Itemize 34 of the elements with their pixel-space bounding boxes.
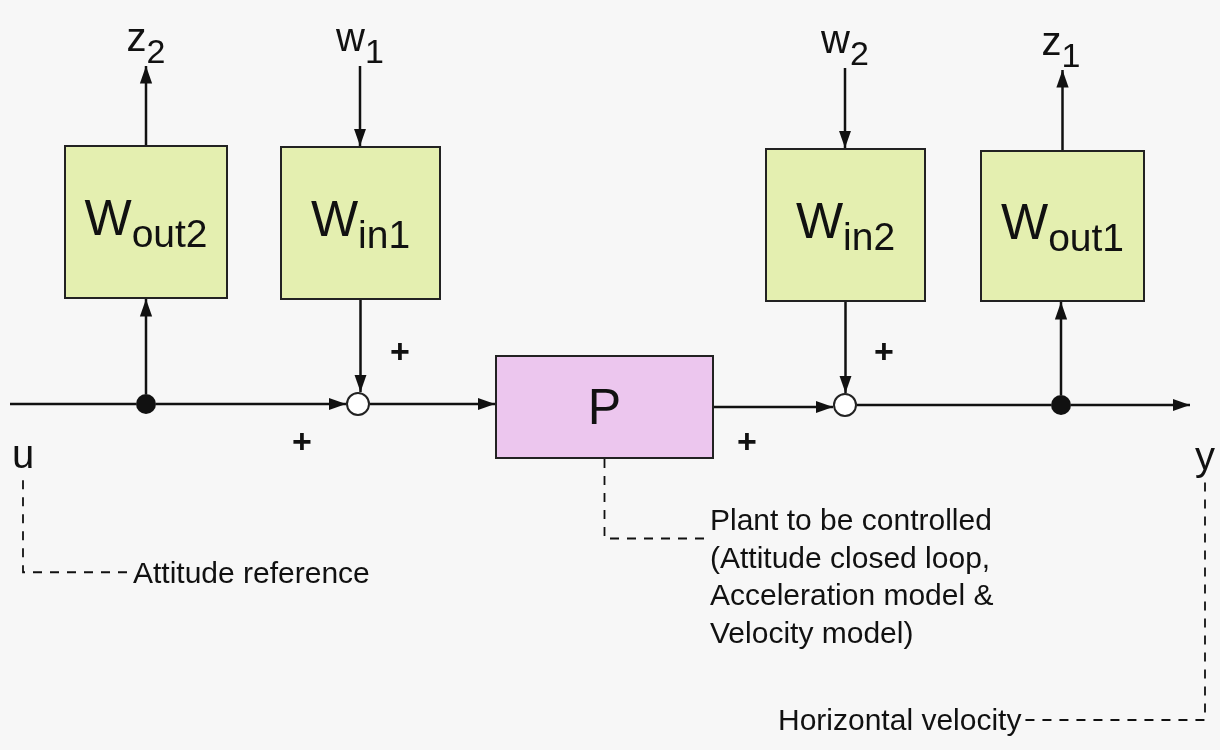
arrow bbox=[838, 68, 852, 148]
weighting-block: W$_{out1}$ bbox=[980, 150, 1145, 302]
summing-junction bbox=[833, 393, 857, 417]
signal-line bbox=[10, 402, 136, 406]
arrow bbox=[1071, 398, 1190, 412]
branch-point bbox=[136, 394, 156, 414]
leader-line bbox=[603, 458, 705, 540]
weighting-block: W$_{out2}$ bbox=[64, 145, 228, 299]
arrow bbox=[354, 300, 367, 392]
weighting-block: W$_{in2}$ bbox=[765, 148, 926, 302]
arrow bbox=[1056, 70, 1069, 150]
weighting-block: W$_{in1}$ bbox=[280, 146, 441, 300]
output-signal-label: y bbox=[1190, 396, 1220, 476]
input-signal-label: w$_{2}$ bbox=[815, 20, 875, 68]
arrow bbox=[139, 299, 153, 394]
branch-point bbox=[1051, 395, 1071, 415]
arrow bbox=[353, 66, 367, 146]
plant-block: P bbox=[495, 355, 714, 459]
arrow bbox=[839, 302, 852, 393]
leader-line bbox=[1024, 481, 1206, 721]
input-signal-label: u bbox=[6, 432, 40, 476]
annotation-text: Horizontal velocity bbox=[778, 700, 1138, 740]
arrow bbox=[370, 397, 495, 411]
annotation-text: Plant to be controlled (Attitude closed loop, Acceleration model & Velocity model) bbox=[710, 488, 1045, 664]
signal-line bbox=[857, 403, 1051, 407]
summing-junction bbox=[346, 392, 370, 416]
input-signal-label: w$_{1}$ bbox=[330, 18, 390, 66]
arrow bbox=[714, 400, 833, 414]
arrow bbox=[156, 397, 346, 411]
output-signal-label: z$_{1}$ bbox=[1031, 22, 1091, 70]
arrow bbox=[1054, 302, 1068, 395]
output-signal-label: z$_{2}$ bbox=[116, 18, 176, 66]
arrow bbox=[139, 66, 153, 145]
annotation-text: Attitude reference bbox=[133, 553, 473, 593]
